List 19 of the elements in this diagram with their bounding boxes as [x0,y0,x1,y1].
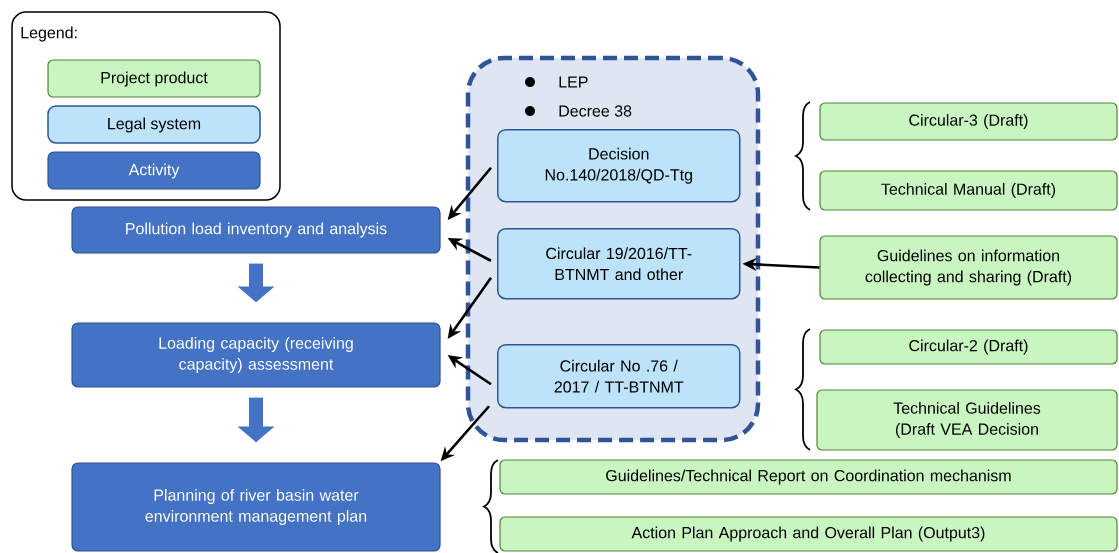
bullet-item: LEP [525,76,588,88]
product-box: Circular-2 (Draft) [819,329,1118,365]
product-box: Guidelines/Technical Report on Coordination mechanism [499,459,1118,495]
activity-box: Pollution load inventory and analysis [71,206,441,254]
product-box: Technical Manual (Draft) [819,170,1118,211]
activity-box: Planning of river basin water environment management plan [71,462,441,552]
legend-text: Activity [128,163,180,179]
legend-text: Project product [101,71,208,87]
legal-box: Circular No .76 / 2017 / TT-BTNMT [497,344,741,409]
product-box: Technical Guidelines (Draft VEA Decision [816,389,1118,451]
legal-box: Circular 19/2016/TT-BTNMT and other [497,228,741,300]
legend-title: Legend: [21,26,77,42]
product-box: Guidelines on information collecting and sharing (Draft) [819,235,1118,300]
activity-box: Loading capacity (receiving capacity) assessment [71,322,441,388]
product-box: Circular-3 (Draft) [819,102,1118,141]
bullet-item: Decree 38 [525,105,632,117]
legal-box: Decision No.140/2018/QD-Ttg [497,129,741,203]
legend-text: Legal system [108,117,201,133]
product-box: Action Plan Approach and Overall Plan (Output3) [499,516,1118,552]
